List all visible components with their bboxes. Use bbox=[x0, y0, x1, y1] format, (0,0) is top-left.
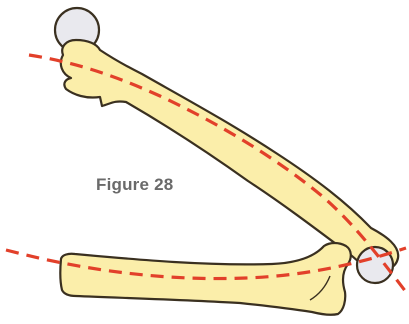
figure-caption: Figure 28 bbox=[96, 175, 173, 195]
forearm-bone bbox=[60, 243, 350, 315]
humerus-bone bbox=[61, 40, 398, 270]
